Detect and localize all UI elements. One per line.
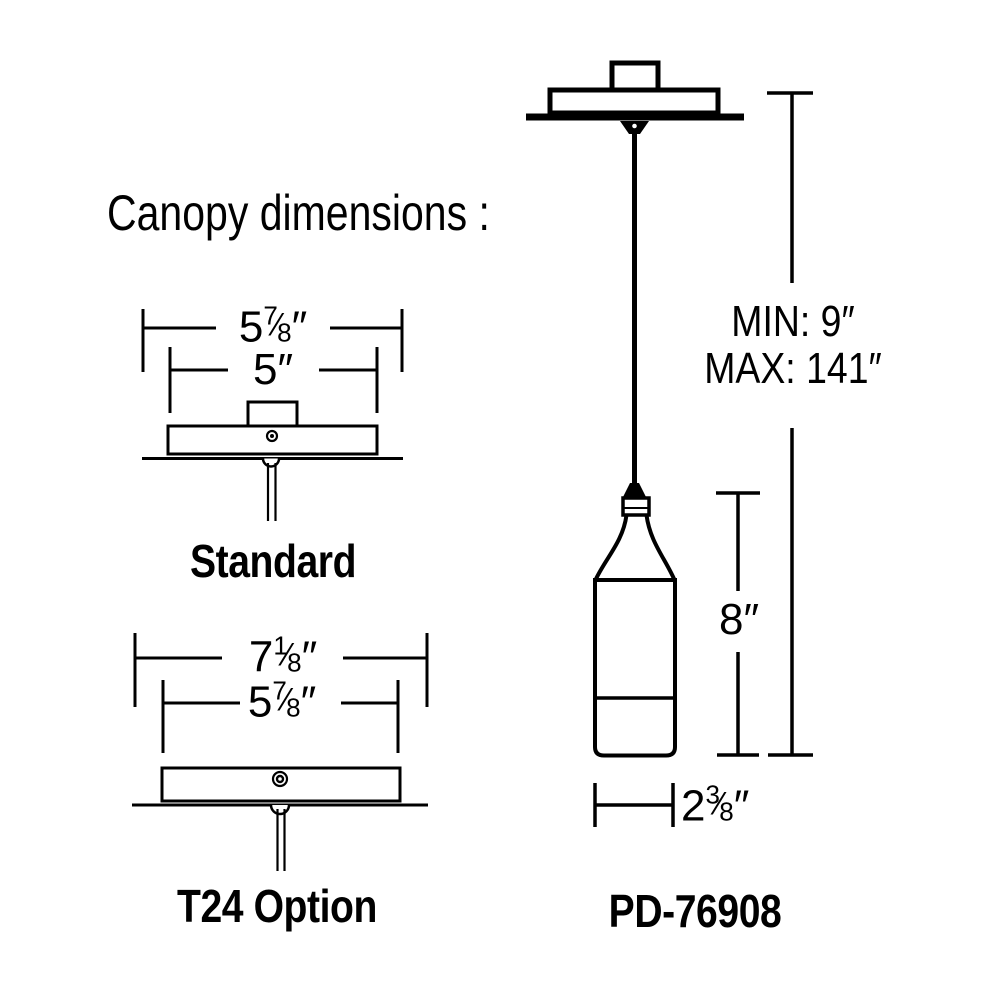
strain-relief	[622, 483, 647, 499]
dim-unit: ″	[291, 302, 308, 352]
page-title: Canopy dimensions :	[107, 185, 490, 241]
dim-whole: 5	[247, 677, 273, 727]
dim-frac-denominator: 8	[277, 317, 292, 348]
suspension-max-text: MAX: 141″	[704, 344, 882, 393]
t24-dimension-lines	[133, 633, 429, 753]
suspension-dimension-lines	[767, 91, 813, 757]
dim-unit: ″	[301, 632, 318, 682]
width-dimension-lines	[593, 783, 675, 827]
dim-frac-numerator: 1	[273, 630, 288, 661]
standard-canopy-drawing	[142, 400, 403, 521]
standard-label: Standard	[189, 535, 357, 587]
dim-frac-denominator: 8	[287, 647, 302, 678]
dim-whole: 8	[718, 595, 744, 644]
socket-collar	[621, 496, 651, 517]
dim-whole: 5	[238, 302, 264, 352]
dim-frac-slash: ⁄	[283, 681, 290, 718]
dim-frac-slash: ⁄	[274, 306, 281, 343]
t24-inner-dim-text: 57⁄8″	[248, 678, 316, 725]
standard-dimension-lines	[141, 309, 404, 413]
bottle-neck-right	[644, 514, 677, 581]
canopy-plate	[547, 87, 721, 116]
junction-box	[246, 400, 299, 428]
dim-unit: ″	[743, 595, 760, 644]
standard-outer-dim-text: 57⁄8″	[239, 303, 307, 350]
standard-inner-dim-text: 5″	[253, 348, 293, 392]
cord-grip-arc	[269, 804, 291, 816]
dim-frac-denominator: 8	[286, 692, 301, 723]
dim-unit: ″	[300, 677, 317, 727]
height-dim-text: 8″	[719, 598, 759, 642]
connector-hole	[632, 123, 637, 129]
suspension-min-text: MIN: 9″	[731, 297, 855, 346]
height-dimension-lines	[716, 491, 760, 757]
dim-whole: 2	[681, 781, 706, 831]
bottle-neck-left	[593, 514, 629, 581]
dim-whole: 5	[252, 345, 278, 394]
dim-unit: ″	[277, 345, 294, 394]
dim-frac-numerator: 7	[272, 675, 287, 706]
dim-frac-numerator: 7	[263, 300, 278, 331]
dim-whole: 7	[248, 632, 274, 682]
screw-center-dot	[270, 434, 274, 438]
width-dim-text: 23⁄8″	[681, 782, 749, 829]
t24-label: T24 Option	[177, 880, 377, 932]
bottle-body	[593, 578, 677, 758]
dim-frac-slash: ⁄	[284, 636, 291, 673]
t24-canopy-drawing	[132, 766, 428, 871]
pendant-fixture-drawing	[526, 60, 744, 758]
dim-frac-numerator: 3	[705, 779, 720, 810]
dim-frac-slash: ⁄	[716, 785, 723, 822]
model-number-label: PD-76908	[608, 885, 782, 937]
dim-frac-denominator: 8	[719, 796, 734, 827]
dim-unit: ″	[733, 781, 750, 831]
screw-inner-ring	[275, 774, 285, 784]
t24-outer-dim-text: 71⁄8″	[249, 633, 317, 680]
